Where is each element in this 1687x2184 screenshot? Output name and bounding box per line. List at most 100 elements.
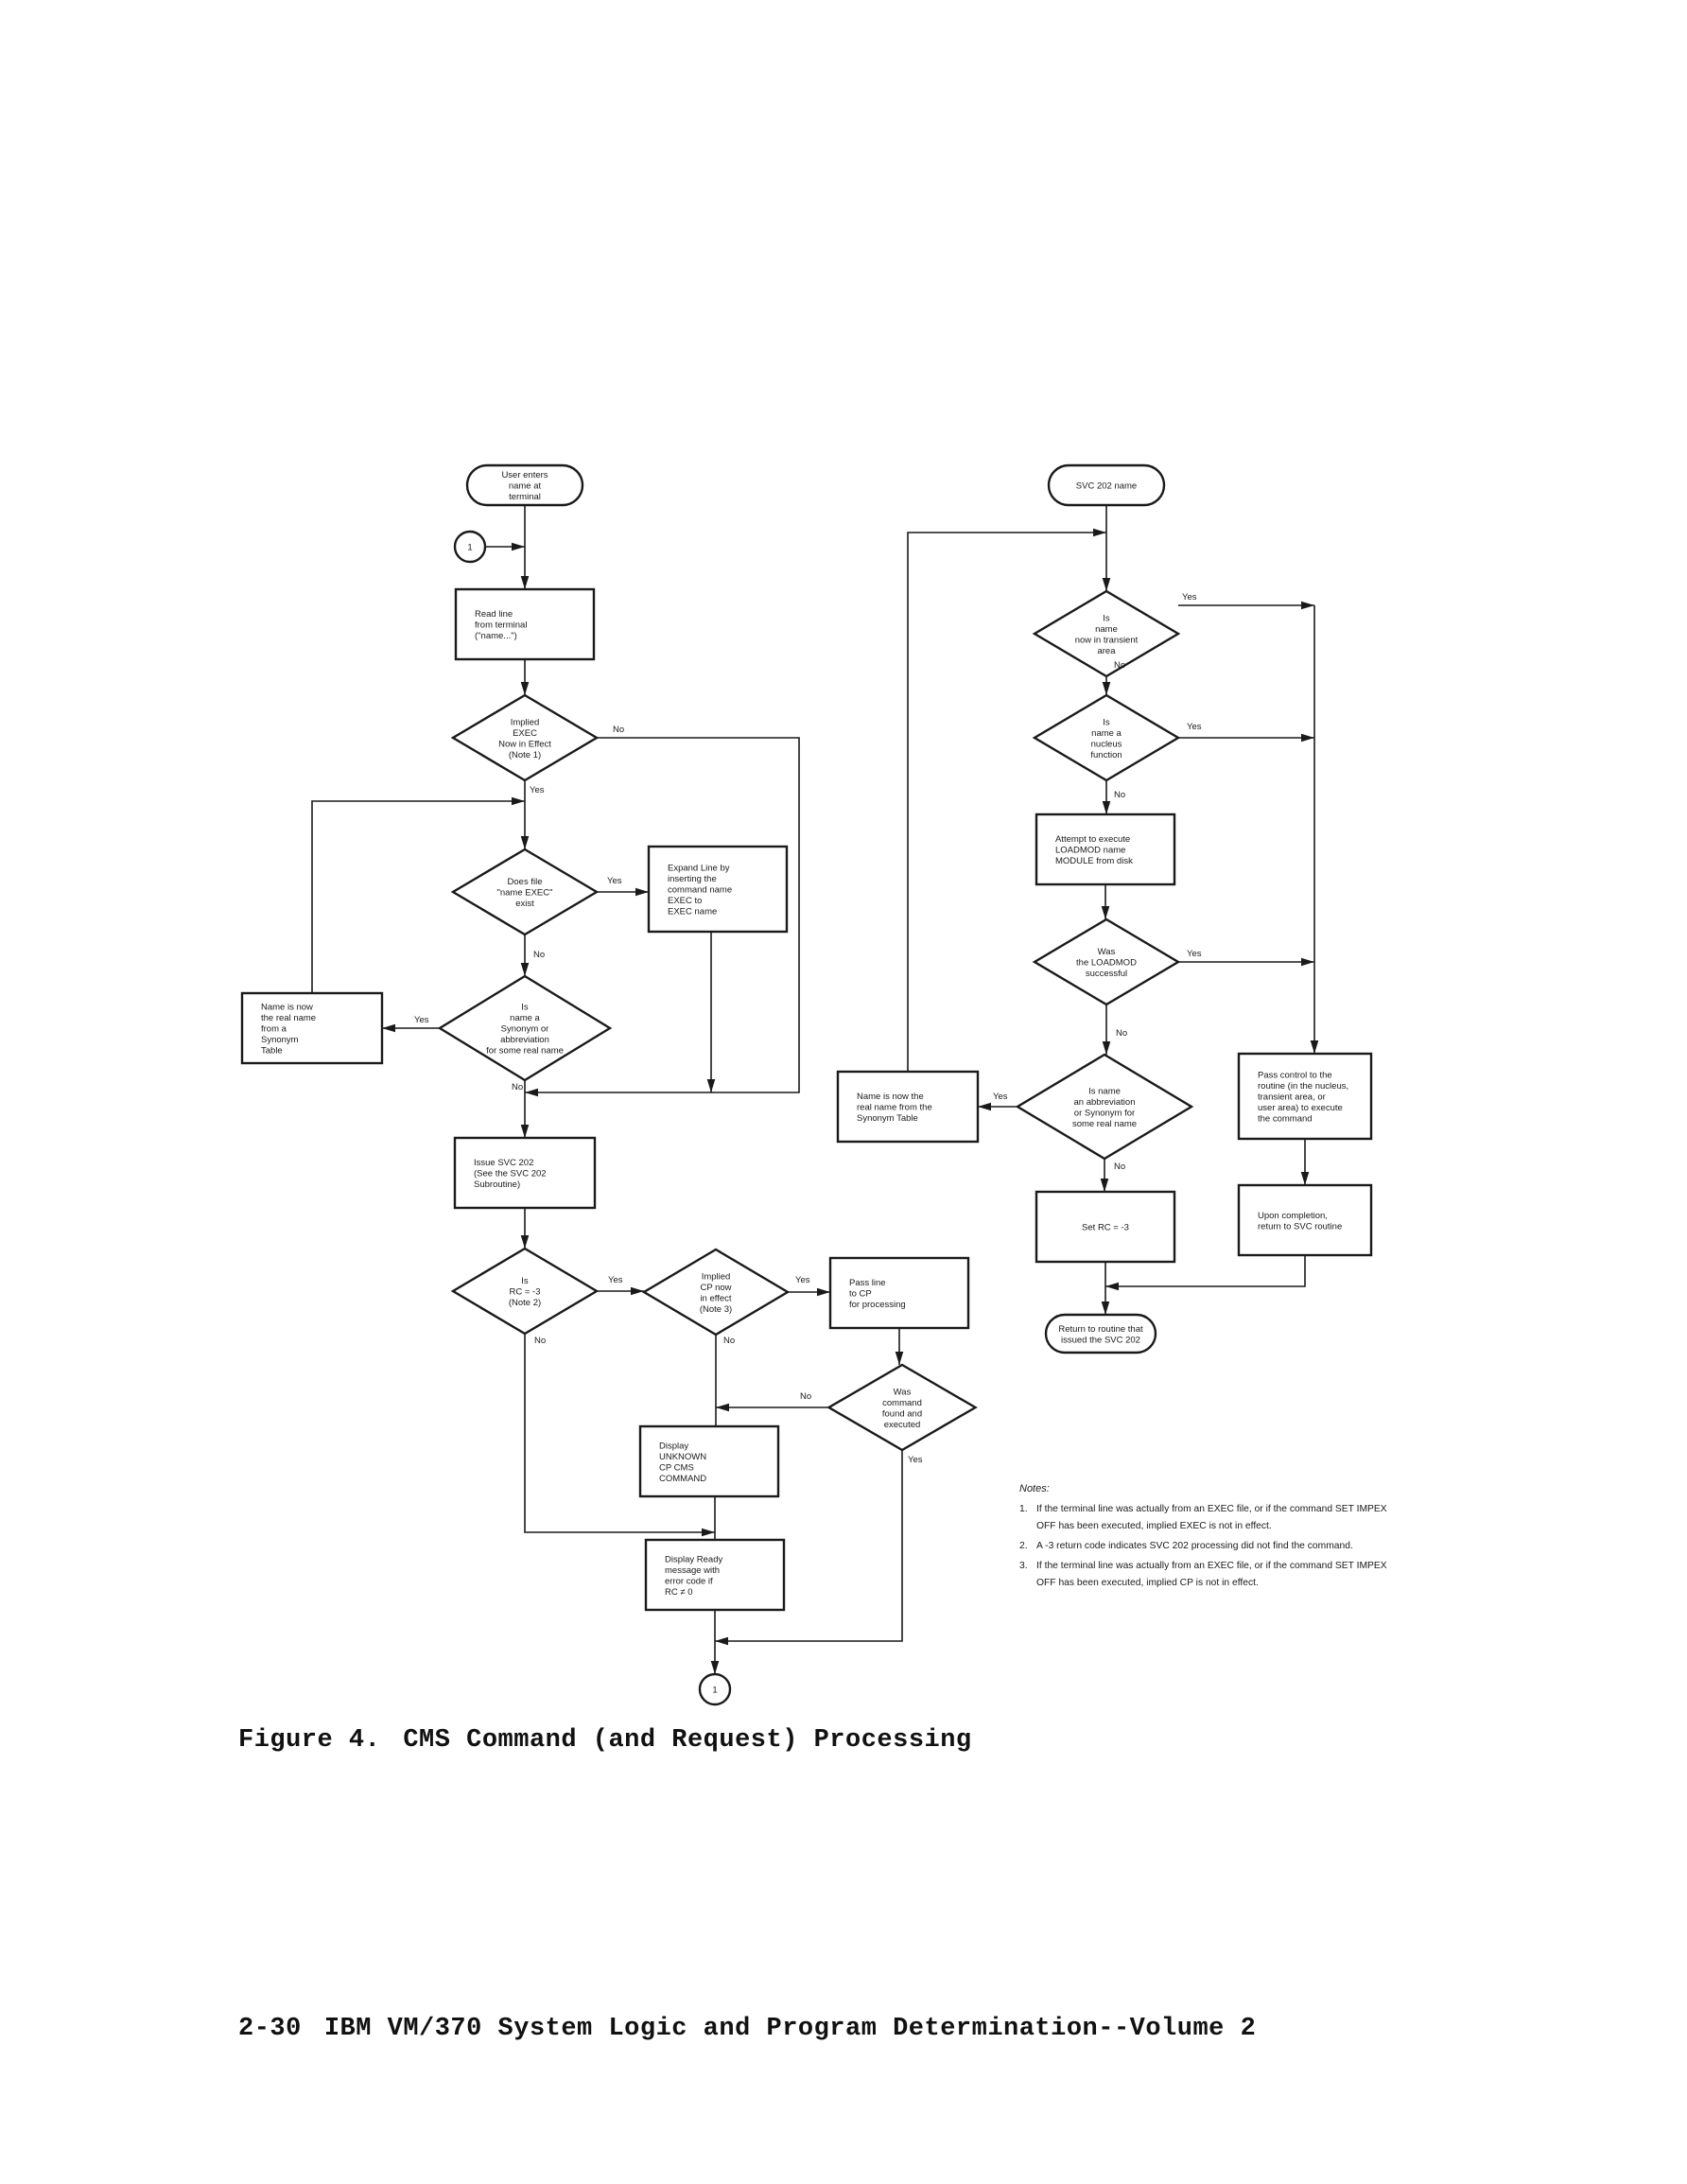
arrowhead-right-icon bbox=[1301, 957, 1314, 967]
node-label-line: from a bbox=[261, 1024, 287, 1035]
arrowhead-down-icon bbox=[1300, 1172, 1310, 1185]
edge-label-synonym-yes: Yes bbox=[414, 1015, 429, 1025]
node-label-line: now in transient bbox=[1075, 635, 1139, 645]
edge-label-rc3-yes: Yes bbox=[608, 1275, 623, 1285]
process-box bbox=[1237, 1183, 1373, 1257]
arrowhead-down-icon bbox=[895, 1352, 904, 1365]
edge-label-execfile-yes: Yes bbox=[607, 876, 622, 886]
node-label-line: LOADMOD name bbox=[1055, 846, 1125, 856]
node-label-line: "name EXEC" bbox=[496, 888, 552, 899]
arrowhead-left-icon bbox=[1105, 1282, 1119, 1291]
note-text: If the terminal line was actually from a… bbox=[1036, 1561, 1387, 1588]
arrowhead-right-icon bbox=[1093, 528, 1106, 537]
node-label-line: Was bbox=[894, 1387, 912, 1397]
process-box bbox=[644, 1538, 786, 1612]
process-box bbox=[1237, 1052, 1373, 1141]
node-label-line: CP CMS bbox=[659, 1462, 694, 1473]
edge-label-impcp-no: No bbox=[723, 1336, 735, 1346]
arrowhead-down-icon bbox=[1100, 1179, 1109, 1192]
edge-label-impexec-yes: Yes bbox=[530, 785, 545, 795]
node-label-line: Now in Effect bbox=[498, 739, 551, 749]
note-item: 3. If the terminal line was actually fro… bbox=[1019, 1558, 1398, 1592]
decision-diamond bbox=[1015, 1053, 1194, 1161]
edge-label-nucleus-no: No bbox=[1114, 790, 1125, 800]
flow-connector-line bbox=[524, 1334, 715, 1533]
note-text: If the terminal line was actually from a… bbox=[1036, 1504, 1387, 1531]
flowchart-edge-labels: NoYesYesNoYesNoYesNoYesNoNoYesYesNoYesNo… bbox=[414, 592, 1202, 1465]
node-label-line: Name is now the bbox=[857, 1092, 924, 1102]
arrowhead-left-icon bbox=[525, 1088, 538, 1097]
note-number: 2. bbox=[1019, 1541, 1028, 1551]
terminal-capsule bbox=[1047, 463, 1166, 507]
edge-label-rc3-no: No bbox=[534, 1336, 546, 1346]
flow-node-upon: Upon completion,return to SVC routine bbox=[1237, 1183, 1373, 1257]
node-label-line: user area) to execute bbox=[1258, 1103, 1343, 1113]
terminal-capsule bbox=[465, 463, 584, 507]
node-label-line: CP now bbox=[700, 1283, 731, 1293]
edge-label-abbrev-no: No bbox=[1114, 1162, 1125, 1172]
node-label-line: name at bbox=[509, 481, 542, 492]
flow-connector-line bbox=[311, 800, 525, 993]
node-label-line: (Note 2) bbox=[509, 1298, 541, 1308]
node-label-line: command name bbox=[668, 885, 732, 896]
node-label-line: real name from the bbox=[857, 1103, 932, 1113]
note-item: 2. A -3 return code indicates SVC 202 pr… bbox=[1019, 1538, 1398, 1555]
node-label-line: issued the SVC 202 bbox=[1061, 1335, 1140, 1345]
arrowhead-down-icon bbox=[706, 1079, 716, 1092]
node-label-line: inserting the bbox=[668, 874, 717, 884]
process-box bbox=[647, 845, 789, 934]
figure-title: CMS Command (and Request) Processing bbox=[403, 1726, 972, 1755]
node-label-line: Table bbox=[261, 1046, 283, 1057]
node-label-line: transient area, or bbox=[1258, 1092, 1326, 1103]
process-box bbox=[1035, 812, 1176, 886]
flow-node-setrc: Set RC = -3 bbox=[1035, 1190, 1176, 1264]
node-label-line: area bbox=[1097, 646, 1116, 656]
arrowhead-right-icon bbox=[1301, 601, 1314, 610]
edge-label-transient-yes: Yes bbox=[1182, 592, 1197, 603]
node-label-line: exist bbox=[515, 899, 534, 909]
arrowhead-down-icon bbox=[1101, 906, 1110, 919]
figure-caption: Figure 4.CMS Command (and Request) Proce… bbox=[238, 1726, 972, 1755]
node-label-line: EXEC bbox=[513, 728, 537, 739]
node-label-line: Does file bbox=[508, 877, 543, 887]
process-box bbox=[454, 587, 596, 661]
connector-circle bbox=[698, 1672, 732, 1706]
edge-label-abbrev-yes: Yes bbox=[993, 1092, 1008, 1102]
node-label-line: RC ≠ 0 bbox=[665, 1587, 693, 1598]
node-label-line: (Note 3) bbox=[700, 1304, 732, 1315]
arrowhead-right-icon bbox=[512, 542, 525, 551]
note-item: 1. If the terminal line was actually fro… bbox=[1019, 1501, 1398, 1535]
node-label-line: Issue SVC 202 bbox=[474, 1158, 533, 1168]
node-label-line: Implied bbox=[511, 717, 540, 727]
arrowhead-down-icon bbox=[520, 1125, 530, 1138]
arrowhead-down-icon bbox=[520, 963, 530, 976]
node-label-line: Set RC = -3 bbox=[1082, 1223, 1129, 1233]
arrowhead-right-icon bbox=[1301, 733, 1314, 743]
decision-diamond bbox=[450, 693, 600, 782]
edge-label-impcp-yes: Yes bbox=[795, 1275, 810, 1285]
node-label-line: UNKNOWN bbox=[659, 1452, 706, 1462]
arrowhead-right-icon bbox=[817, 1287, 830, 1297]
decision-diamond bbox=[1032, 589, 1181, 678]
edge-label-loadok-no: No bbox=[1116, 1028, 1127, 1039]
node-label-line: Pass line bbox=[849, 1278, 886, 1288]
node-label-line: executed bbox=[884, 1420, 921, 1430]
flow-connector-line bbox=[525, 737, 800, 1093]
node-label-line: message with bbox=[665, 1565, 720, 1576]
arrowhead-down-icon bbox=[1310, 1040, 1319, 1054]
note-number: 3. bbox=[1019, 1561, 1028, 1571]
node-label-line: Name is now bbox=[261, 1003, 313, 1013]
